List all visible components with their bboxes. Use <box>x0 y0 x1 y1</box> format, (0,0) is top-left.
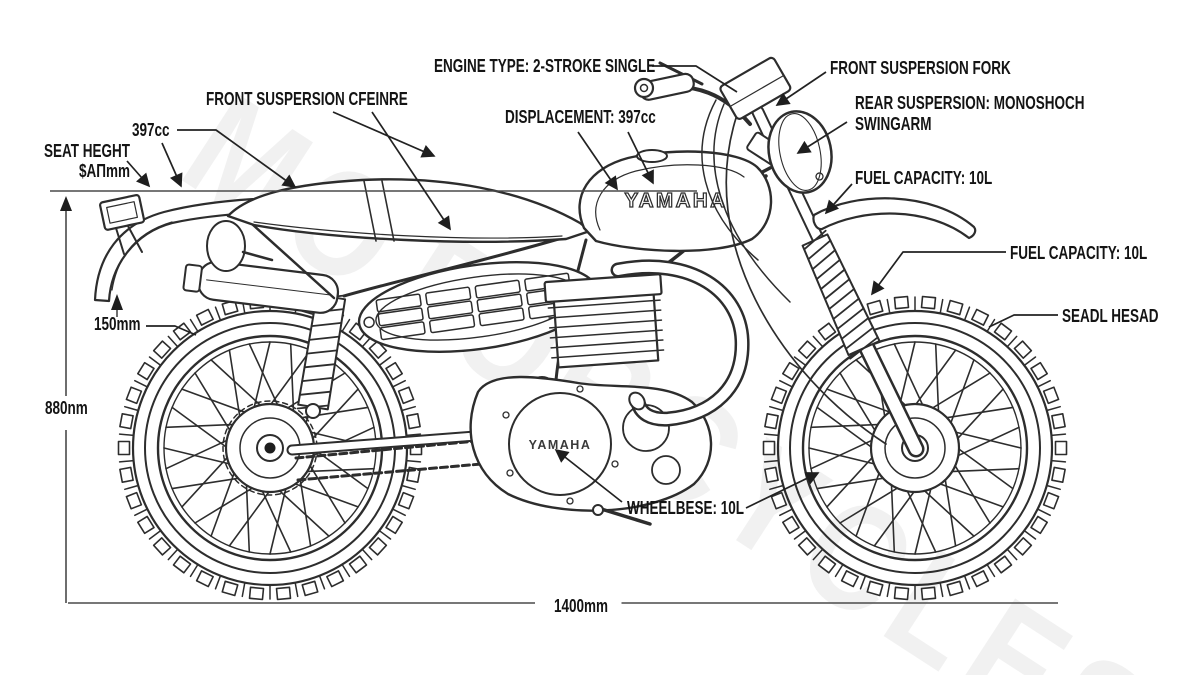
front-end <box>633 56 977 458</box>
callout-displacement: DISPLACEMENT: 397cc <box>505 107 656 127</box>
rear-bodywork <box>93 194 358 314</box>
dim-seat-height-label: SEAT HEGHT <box>44 141 131 161</box>
callout-engine-type: ENGINE TYPE: 2-STROKE SINGLE <box>434 56 656 76</box>
tank-logo: YAMAHA <box>624 189 727 212</box>
engine-logo: YAMAHA <box>529 438 592 452</box>
callout-fuel-capacity-top: FUEL CAPACITY: 10L <box>855 168 993 188</box>
front-wheel <box>762 295 1068 601</box>
dim-overall-length: 1400mm <box>540 596 622 617</box>
callout-fuel-capacity-mid: FUEL CAPACITY: 10L <box>1010 243 1148 263</box>
callout-front-suspension-seat: FRONT SUSPERSION CFEINRE <box>206 89 408 109</box>
rear-suspension-line1: REAR SUSPERSION: MONOSHOCH <box>855 93 1085 113</box>
fork-gaiter <box>801 229 881 360</box>
dimension-lines <box>50 190 1058 604</box>
callout-front-fork: FRONT SUSPERSION FORK <box>830 58 1011 78</box>
fuel-tank: YAMAHA <box>578 149 773 253</box>
callout-rear-suspension: REAR SUSPERSION: MONOSHOCH SWINGARM <box>855 93 1085 135</box>
front-fender <box>812 197 977 240</box>
dim-seat-height-value: $AΠmm <box>79 161 131 181</box>
rear-suspension-line2: SWINGARM <box>855 114 932 134</box>
exhaust-pipe <box>610 259 750 427</box>
dim-displacement-small: 397cc <box>132 120 170 140</box>
seat <box>226 178 592 243</box>
dim-ground-clearance: 150mm <box>94 314 141 334</box>
tail-light <box>99 194 146 231</box>
dim-overall-height: 880nm <box>42 398 91 419</box>
engine: YAMAHA <box>469 273 713 526</box>
turn-signal <box>206 220 246 272</box>
callout-wheelbase: WHEELBESE: 10L <box>627 498 745 518</box>
callout-seat-head: SEADL HESAD <box>1062 306 1159 326</box>
leader-lines <box>126 65 1058 509</box>
instrument-cluster <box>719 56 792 120</box>
